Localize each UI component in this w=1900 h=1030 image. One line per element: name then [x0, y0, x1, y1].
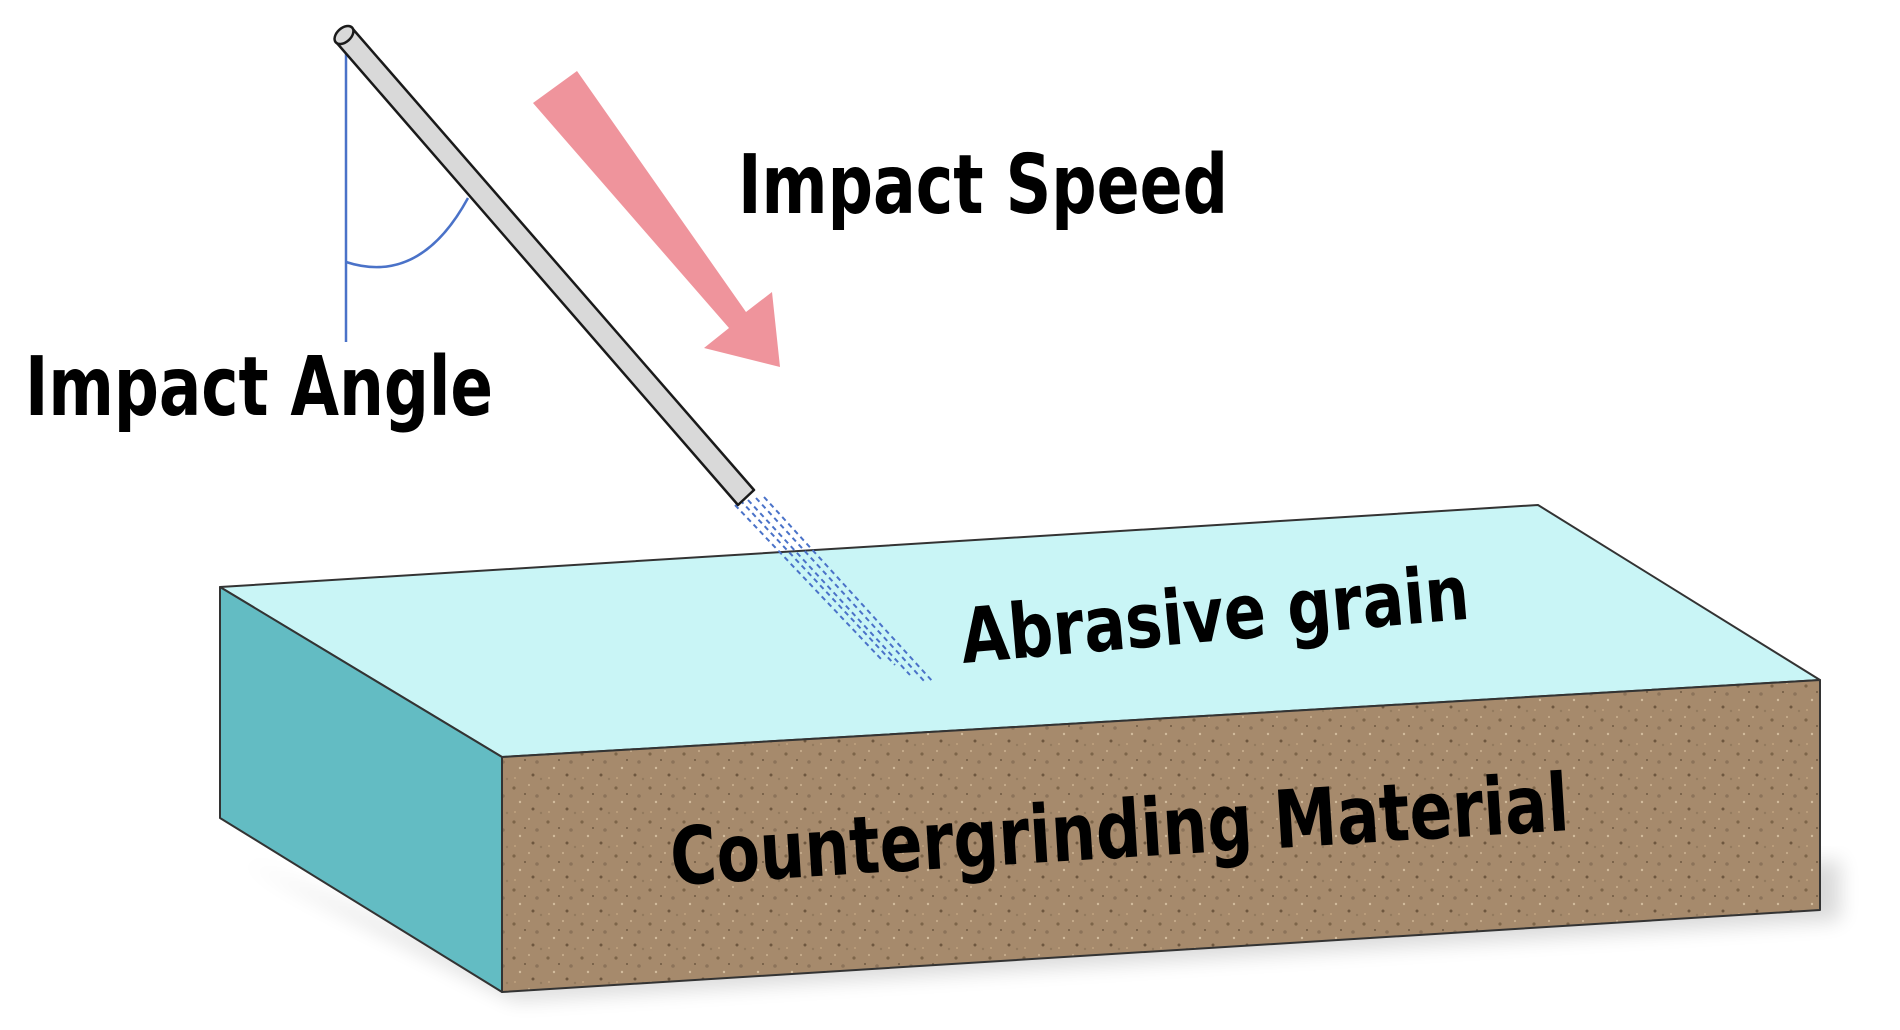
impact-angle-arc-icon: [345, 197, 470, 269]
countergrinding-material-face: [501, 679, 1821, 993]
impact-direction-arrow-icon: [533, 71, 780, 367]
abrasive-spray: [734, 496, 935, 684]
impact-speed-label: Impact Speed: [738, 138, 1228, 233]
impact-angle-label: Impact Angle: [25, 340, 493, 435]
block-shadow: [240, 860, 1840, 1000]
abrasive-nozzle-rod-icon: [333, 24, 756, 507]
